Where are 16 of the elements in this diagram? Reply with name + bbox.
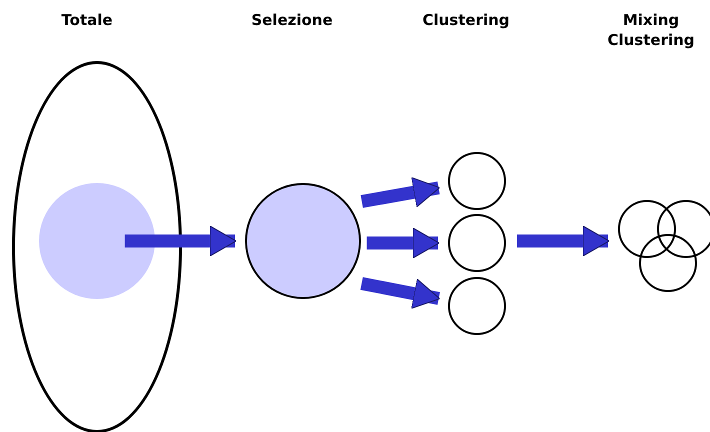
block-arrow (366, 228, 440, 258)
column-heading: Selezione (250, 10, 334, 30)
circle-outline (448, 152, 506, 210)
block-arrow (517, 226, 610, 256)
circle-outline (448, 214, 506, 272)
ellipse-outline (12, 61, 182, 432)
circle-outline (448, 277, 506, 335)
block-arrow (124, 226, 236, 256)
circle-outline (639, 234, 697, 292)
column-heading: Mixing Clustering (606, 10, 696, 50)
circle-outline (618, 200, 676, 258)
column-heading: Clustering (421, 10, 511, 30)
block-arrow (360, 277, 440, 309)
circle-outline (657, 200, 710, 258)
column-heading: Totale (60, 10, 114, 30)
block-arrow (360, 176, 440, 208)
